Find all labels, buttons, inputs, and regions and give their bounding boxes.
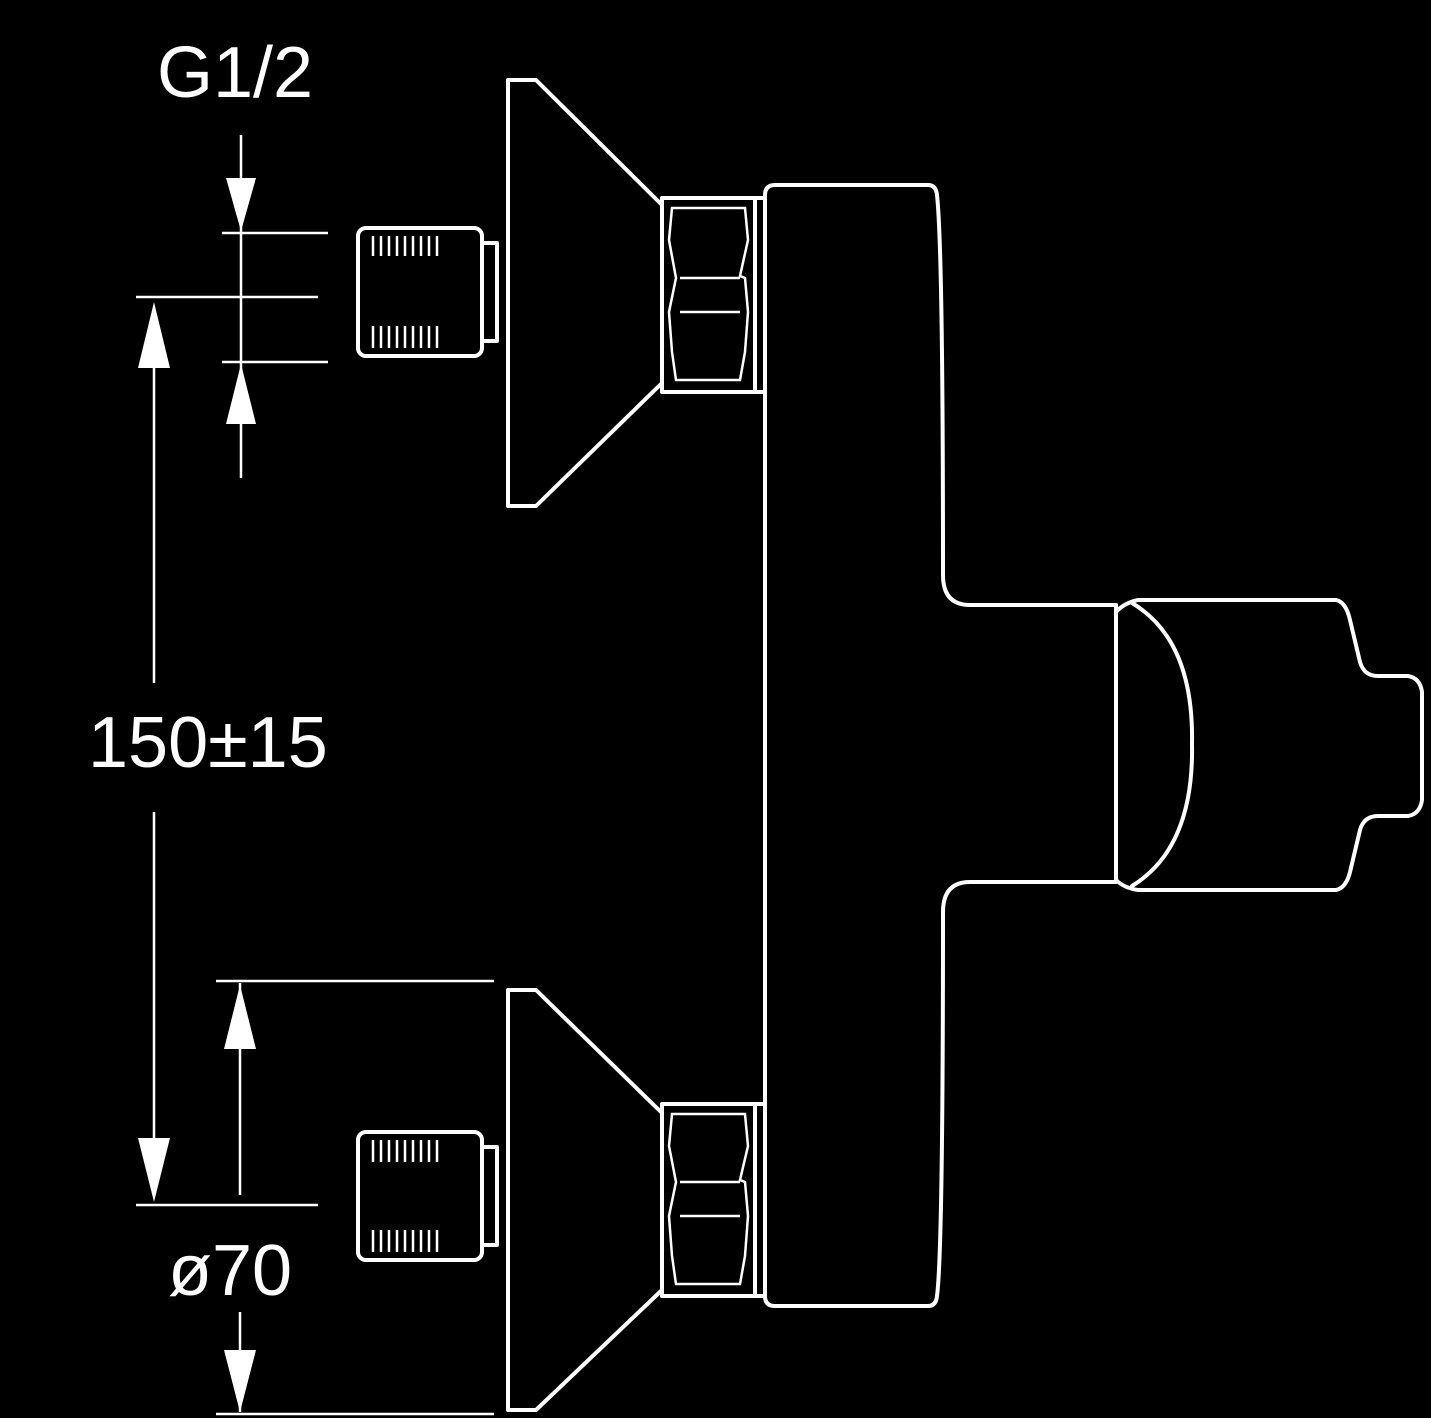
arrow-down-icon [138, 1138, 170, 1202]
arrow-up-icon [138, 302, 170, 368]
arrow-up-icon [226, 364, 256, 424]
bottom-connection [356, 988, 767, 1412]
dimension-diameter: ø70 [136, 979, 494, 1416]
escutcheon-top [506, 78, 664, 508]
arrow-up-icon [224, 985, 256, 1049]
dimension-center-distance: 150±15 [88, 302, 328, 1202]
mixer-body [763, 183, 1118, 1308]
dimension-diameter-label: ø70 [168, 1231, 292, 1311]
escutcheon-bottom [506, 988, 664, 1412]
dimension-center-distance-label: 150±15 [88, 703, 328, 783]
arrow-down-icon [226, 178, 256, 231]
handle [1114, 598, 1424, 892]
arrow-down-icon [224, 1350, 256, 1412]
top-connection [356, 78, 767, 508]
dimension-thread-label: G1/2 [157, 33, 313, 113]
thread-marks-top [371, 236, 439, 348]
thread-marks-bottom [371, 1140, 439, 1252]
hex-nut-top [660, 196, 757, 394]
hex-nut-bottom [660, 1102, 757, 1298]
dimension-thread: G1/2 [136, 33, 328, 478]
